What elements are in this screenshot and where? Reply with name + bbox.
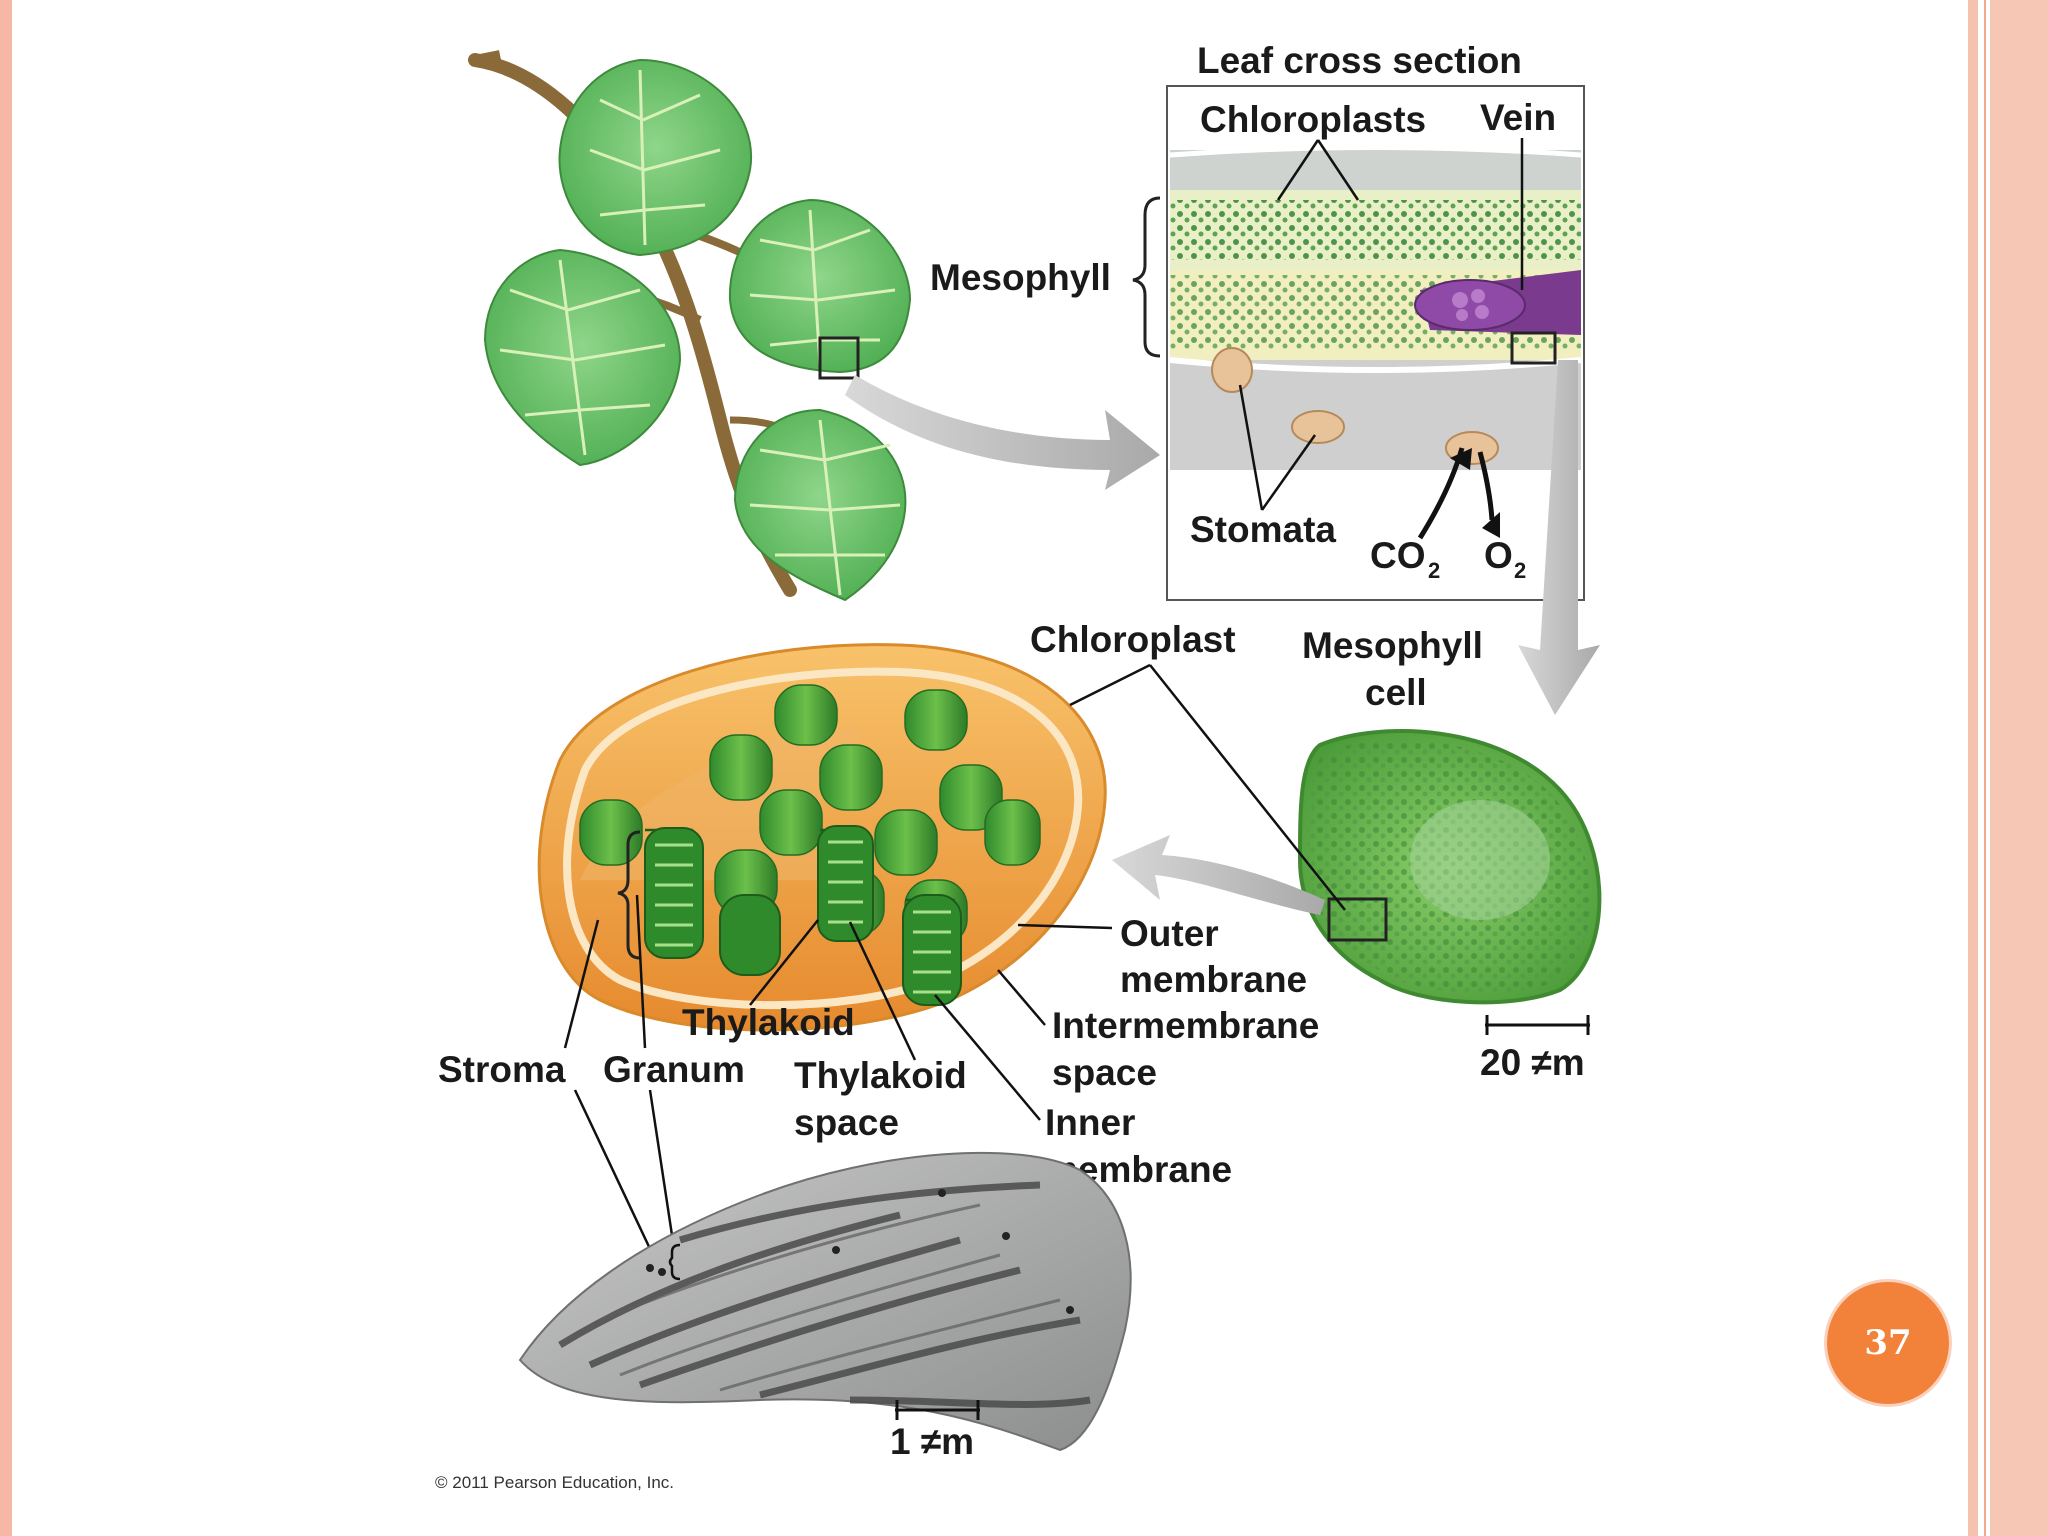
leaf-left bbox=[483, 248, 682, 467]
scale-bar-1: 1 ≠m bbox=[890, 1400, 980, 1462]
label-thylakoid: Thylakoid bbox=[682, 1002, 855, 1043]
chloroplast-micrograph bbox=[518, 1151, 1132, 1452]
label-chloroplast: Chloroplast bbox=[1030, 619, 1236, 660]
leaf-detail-box bbox=[818, 336, 860, 380]
mesophyll-detail-box bbox=[1510, 331, 1557, 365]
label-mesophyll-cell-line2: cell bbox=[1365, 672, 1427, 713]
svg-text:1 ≠m: 1 ≠m bbox=[890, 1421, 974, 1462]
label-outer-membrane-line2: membrane bbox=[1120, 959, 1307, 1000]
right-border-strip-outer bbox=[1990, 0, 2048, 1536]
label-mesophyll: Mesophyll bbox=[930, 257, 1111, 298]
granum-stacks bbox=[579, 684, 1041, 1006]
label-intermembrane-line1: Intermembrane bbox=[1052, 1005, 1319, 1046]
label-o2: O 2 bbox=[1484, 535, 1526, 583]
label-stroma: Stroma bbox=[438, 1049, 566, 1090]
label-chloroplasts: Chloroplasts bbox=[1200, 99, 1426, 140]
label-thylakoid-space-line2: space bbox=[794, 1102, 899, 1143]
label-intermembrane-line2: space bbox=[1052, 1052, 1157, 1093]
scale-bar-20: 20 ≠m bbox=[1480, 1015, 1590, 1083]
chloroplast-detail-box bbox=[1327, 897, 1388, 942]
chloroplast-illustration bbox=[537, 643, 1107, 1032]
leaf-bottom bbox=[733, 408, 907, 602]
label-vein: Vein bbox=[1480, 97, 1556, 138]
cross-section-leader-lines bbox=[1238, 138, 1524, 540]
leaf-right bbox=[728, 198, 912, 380]
label-thylakoid-space-line1: Thylakoid bbox=[794, 1055, 967, 1096]
stoma-1 bbox=[1211, 347, 1253, 393]
mesophyll-cell bbox=[1297, 729, 1602, 1005]
svg-text:CO: CO bbox=[1370, 535, 1426, 576]
chloroplast-leader-lines bbox=[563, 663, 1346, 1271]
label-co2: CO 2 bbox=[1370, 535, 1440, 583]
label-outer-membrane-line1: Outer bbox=[1120, 913, 1219, 954]
arrow-leaf-to-cross-section bbox=[845, 375, 1160, 490]
leaf-cross-section-title: Leaf cross section bbox=[1197, 40, 1522, 81]
right-border-strip-inner bbox=[1968, 0, 1978, 1536]
arrow-to-mesophyll-cell bbox=[1518, 360, 1600, 715]
page-number-badge: 37 bbox=[1827, 1282, 1949, 1404]
left-border-strip bbox=[0, 0, 12, 1536]
label-inner-membrane-line1: Inner bbox=[1045, 1102, 1135, 1143]
label-stomata: Stomata bbox=[1190, 509, 1336, 550]
svg-text:2: 2 bbox=[1428, 558, 1440, 583]
leaf-branch-illustration bbox=[468, 50, 912, 602]
svg-text:20 ≠m: 20 ≠m bbox=[1480, 1042, 1585, 1083]
copyright-text: © 2011 Pearson Education, Inc. bbox=[435, 1473, 674, 1492]
label-mesophyll-cell-line1: Mesophyll bbox=[1302, 625, 1483, 666]
arrow-to-chloroplast bbox=[1112, 835, 1325, 915]
svg-text:O: O bbox=[1484, 535, 1513, 576]
svg-text:2: 2 bbox=[1514, 558, 1526, 583]
leaf-cross-section-panel bbox=[1132, 85, 1585, 601]
leaf-top bbox=[558, 58, 753, 257]
stoma-2 bbox=[1291, 410, 1345, 444]
right-border-line bbox=[1984, 0, 1986, 1536]
label-granum: Granum bbox=[603, 1049, 745, 1090]
